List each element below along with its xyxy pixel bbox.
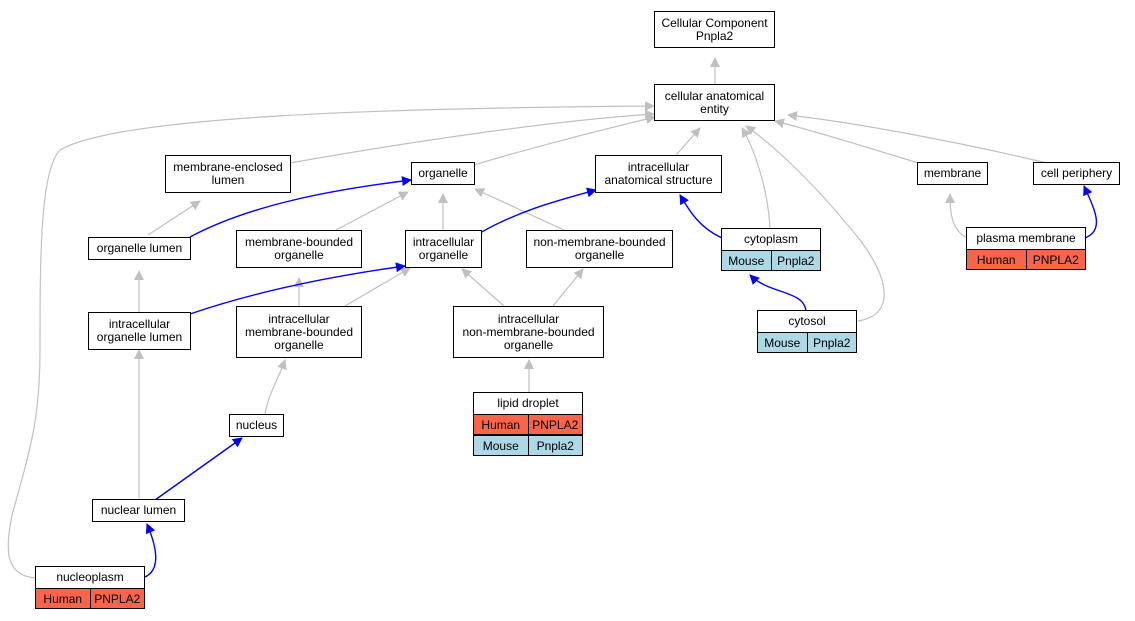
edge-np-nl-partof <box>144 523 157 578</box>
edge-ias-cae <box>675 127 701 156</box>
edge-inmbo-nmbo <box>552 268 584 307</box>
gene-cell: Pnpla2 <box>527 436 582 455</box>
node-nucleoplasm[interactable]: nucleoplasm <box>35 566 145 589</box>
gene-cell: PNPLA2 <box>527 415 582 434</box>
edge-cyto-ias-partof <box>679 194 723 239</box>
node-lipid-droplet[interactable]: lipid droplet <box>473 392 583 415</box>
gene-cell: PNPLA2 <box>89 589 144 608</box>
edge-nl-nucleus-partof <box>154 437 243 501</box>
node-cell-periphery[interactable]: cell periphery <box>1033 162 1120 185</box>
node-intracellular-organelle[interactable]: intracellular organelle <box>405 230 482 268</box>
annotation-lipid-droplet-mouse: Mouse Pnpla2 <box>473 435 583 456</box>
species-cell: Human <box>967 250 1026 269</box>
annotation-cytosol-mouse: Mouse Pnpla2 <box>757 332 857 353</box>
node-membrane[interactable]: membrane <box>917 162 988 185</box>
node-nuclear-lumen[interactable]: nuclear lumen <box>92 499 185 522</box>
edge-np-cae <box>7 101 655 579</box>
node-plasma-membrane[interactable]: plasma membrane <box>966 227 1086 250</box>
edge-ol-org-partof <box>189 176 412 238</box>
gene-cell: Pnpla2 <box>806 333 856 352</box>
edge-mem-cae <box>774 118 919 164</box>
species-cell: Mouse <box>474 436 528 455</box>
edge-cp-cae <box>787 111 1048 164</box>
node-cytoplasm[interactable]: cytoplasm <box>721 228 821 251</box>
edge-imbo-io <box>344 267 411 307</box>
node-intracellular-anatomical-structure[interactable]: intracellular anatomical structure <box>595 155 722 193</box>
node-intracellular-non-membrane-bounded-organelle[interactable]: intracellular non-membrane-bounded organ… <box>453 306 604 358</box>
node-cellular-anatomical-entity[interactable]: cellular anatomical entity <box>654 84 775 121</box>
node-non-membrane-bounded-organelle[interactable]: non-membrane-bounded organelle <box>526 230 673 268</box>
species-cell: Mouse <box>722 251 771 270</box>
edge-cytosol-cyto-partof <box>749 274 807 313</box>
edge-cytosol-cae <box>745 125 885 322</box>
species-cell: Human <box>474 415 528 434</box>
edge-nucleus-imbo <box>264 359 287 415</box>
edge-ol-mel <box>147 200 201 236</box>
annotation-cytoplasm-mouse: Mouse Pnpla2 <box>721 250 821 271</box>
node-organelle-lumen[interactable]: organelle lumen <box>88 237 191 260</box>
edge-mel-cae <box>289 109 655 164</box>
edge-inmbo-io <box>461 268 505 307</box>
annotation-lipid-droplet-human: Human PNPLA2 <box>473 414 583 435</box>
species-cell: Human <box>36 589 90 608</box>
gene-cell: Pnpla2 <box>770 251 820 270</box>
node-organelle[interactable]: organelle <box>411 162 475 185</box>
annotation-nucleoplasm-human: Human PNPLA2 <box>35 588 145 609</box>
node-cytosol[interactable]: cytosol <box>757 310 857 333</box>
edge-iol-io-partof <box>189 262 406 315</box>
edge-pm-mem <box>945 193 968 239</box>
edge-io-ias-partof <box>479 187 597 234</box>
node-cellular-component-pnpla2[interactable]: Cellular Component Pnpla2 <box>654 11 775 48</box>
node-intracellular-organelle-lumen[interactable]: intracellular organelle lumen <box>88 312 191 350</box>
node-membrane-enclosed-lumen[interactable]: membrane-enclosed lumen <box>165 155 291 193</box>
edge-org-cae <box>473 114 656 166</box>
edge-mbo-org <box>335 191 409 231</box>
annotation-plasma-membrane-human: Human PNPLA2 <box>966 249 1086 270</box>
gene-cell: PNPLA2 <box>1025 250 1085 269</box>
node-membrane-bounded-organelle[interactable]: membrane-bounded organelle <box>236 230 362 268</box>
edge-cyto-cae <box>741 127 771 229</box>
edge-nmbo-org <box>474 188 565 231</box>
node-nucleus[interactable]: nucleus <box>229 414 284 437</box>
edge-pm-cp-partof <box>1083 185 1098 239</box>
species-cell: Mouse <box>758 333 807 352</box>
node-intracellular-membrane-bounded-organelle[interactable]: intracellular membrane-bounded organelle <box>236 306 362 358</box>
